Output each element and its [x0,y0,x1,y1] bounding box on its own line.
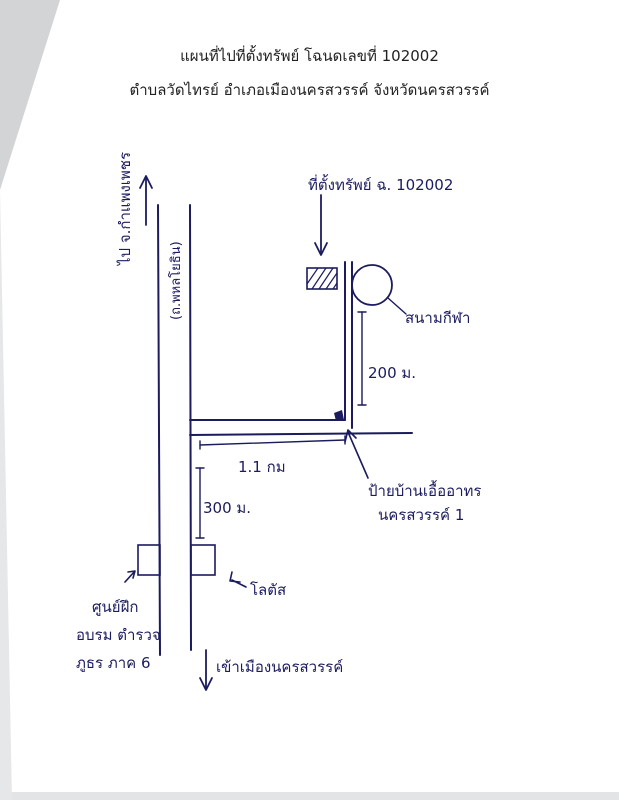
label-to-nakhon-sawan: เข้าเมืองนครสวรรค์ [216,658,343,676]
label-dist-300: 300 ม. [203,499,251,517]
junction-marker [334,410,344,421]
label-training-center-line3: ภูธร ภาค 6 [76,654,151,672]
label-dist-1-1km: 1.1 กม [238,458,286,476]
lotus-box [190,544,216,576]
training-center-box [137,544,161,576]
main-road-right-edge [189,204,192,651]
label-training-center-line2: อบรม ตำรวจ [76,626,161,644]
property-arrow-head [314,242,328,256]
dim-1-1km-line [199,439,346,446]
north-arrow-head [139,175,153,189]
label-dist-200: 200 ม. [368,364,416,382]
south-arrow-head [199,677,213,691]
map-title-line-1: แผนที่ไปที่ตั้งทรัพย์ โฉนดเลขที่ 102002 [180,47,439,65]
label-sign-line2: นครสวรรค์ 1 [378,506,464,524]
property-plot [306,267,338,290]
side-road-bottom-edge [189,432,413,436]
sign-pointer-shaft [347,431,369,479]
label-property-location: ที่ตั้งทรัพย์ ฉ. 102002 [308,174,453,194]
football-field-pointer [387,297,407,315]
label-training-center: ศูนย์ฝึก [92,598,138,616]
map-title-line-2: ตำบลวัดไทรย์ อำเภอเมืองนครสวรรค์ จังหวัด… [129,81,490,99]
sign-pointer-head [344,429,357,443]
football-field-circle [351,264,393,306]
label-road-name: (ถ.พหลโยธิน) [168,241,184,320]
label-lotus: โลตัส [250,581,286,599]
training-center-arrow [124,571,135,583]
main-road-left-edge [157,204,161,656]
property-hatching [306,267,338,290]
label-football-field: สนามกีฬา [405,309,470,327]
label-to-kamphaeng-phet: ไป จ.กำแพงเพชร [116,152,134,266]
label-sign: ป้ายบ้านเอื้ออาทร [368,480,481,500]
